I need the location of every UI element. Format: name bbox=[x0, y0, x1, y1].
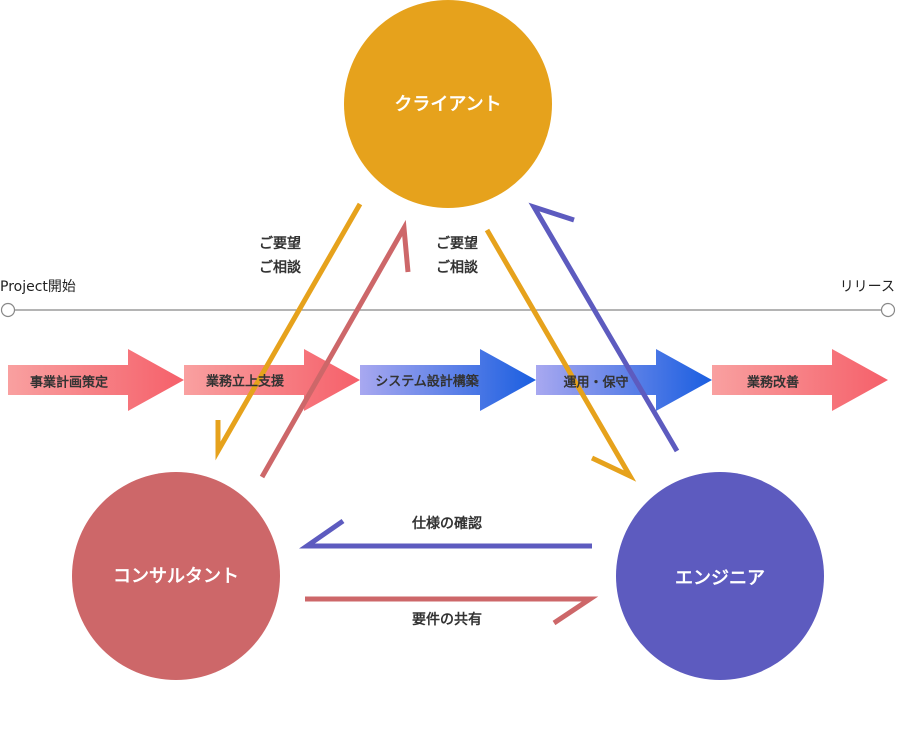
timeline-end-label: リリース bbox=[839, 279, 895, 295]
timeline-start-label: Project開始 bbox=[0, 279, 76, 295]
phase-label-3: システム設計構築 bbox=[375, 374, 479, 390]
phase-arrow-5 bbox=[712, 349, 888, 411]
timeline-end-marker bbox=[880, 302, 896, 318]
timeline-start-marker bbox=[0, 302, 16, 318]
consultant-label: コンサルタント bbox=[113, 566, 239, 587]
note-client-to-consultant: ご要望 ご相談 bbox=[259, 232, 301, 280]
note-line-2: ご相談 bbox=[436, 260, 478, 276]
client-label: クライアント bbox=[394, 94, 502, 115]
phase-arrow-3 bbox=[360, 349, 536, 411]
arrow-consultant-to-client bbox=[259, 219, 411, 479]
note-line-2: ご相談 bbox=[259, 260, 301, 276]
note-line-1: ご要望 bbox=[436, 236, 478, 252]
phase-arrow-4 bbox=[536, 349, 712, 411]
client-circle bbox=[344, 0, 552, 208]
timeline bbox=[0, 302, 896, 318]
engineer-circle bbox=[616, 472, 824, 680]
note-client-to-engineer: ご要望 ご相談 bbox=[436, 232, 478, 280]
phase-arrow-1 bbox=[8, 349, 184, 411]
phase-label-1: 事業計画策定 bbox=[29, 375, 109, 391]
note-line-1: ご要望 bbox=[259, 236, 301, 252]
engineer-label: エンジニア bbox=[675, 568, 765, 589]
phase-label-2: 業務立上支援 bbox=[205, 374, 285, 390]
phase-label-5: 業務改善 bbox=[746, 375, 800, 391]
phase-arrow-2 bbox=[184, 349, 360, 411]
note-engineer-to-consultant: 仕様の確認 bbox=[412, 516, 482, 532]
arrow-engineer-to-consultant bbox=[299, 518, 592, 549]
phase-arrows bbox=[8, 349, 888, 411]
consultant-circle bbox=[72, 472, 280, 680]
note-consultant-to-engineer: 要件の共有 bbox=[412, 612, 482, 628]
arrow-client-to-consultant bbox=[215, 202, 363, 461]
arrow-client-to-engineer bbox=[484, 228, 637, 482]
arrow-engineer-to-client bbox=[528, 202, 680, 453]
phase-label-4: 運用・保守 bbox=[563, 375, 629, 391]
arrow-consultant-to-engineer bbox=[305, 596, 599, 626]
